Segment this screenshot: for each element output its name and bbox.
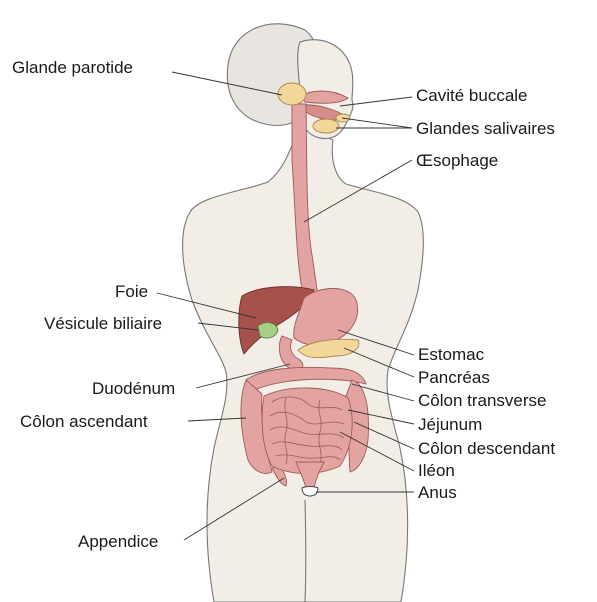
- gallbladder: [258, 323, 278, 338]
- label-colon-transverse: Côlon transverse: [418, 391, 547, 410]
- label-foie: Foie: [115, 282, 148, 301]
- label-appendice: Appendice: [78, 532, 158, 551]
- anus-shape: [302, 487, 318, 497]
- small-intestine: [262, 388, 352, 474]
- label-duodenum: Duodénum: [92, 379, 175, 398]
- label-colon-descendant: Côlon descendant: [418, 439, 555, 458]
- label-cavite-buccale: Cavité buccale: [416, 86, 528, 105]
- label-jejunum: Jéjunum: [418, 415, 482, 434]
- label-colon-ascendant: Côlon ascendant: [20, 412, 148, 431]
- label-vesicule-biliaire: Vésicule biliaire: [44, 314, 162, 333]
- parotid-gland: [278, 83, 306, 105]
- label-oesophage: Œsophage: [416, 151, 498, 170]
- submandibular-gland: [313, 119, 339, 133]
- label-pancreas: Pancréas: [418, 368, 490, 387]
- label-anus: Anus: [418, 483, 457, 502]
- label-estomac: Estomac: [418, 345, 485, 364]
- label-glande-parotide: Glande parotide: [12, 58, 133, 77]
- label-ileon: Iléon: [418, 461, 455, 480]
- label-glandes-salivaires: Glandes salivaires: [416, 119, 555, 138]
